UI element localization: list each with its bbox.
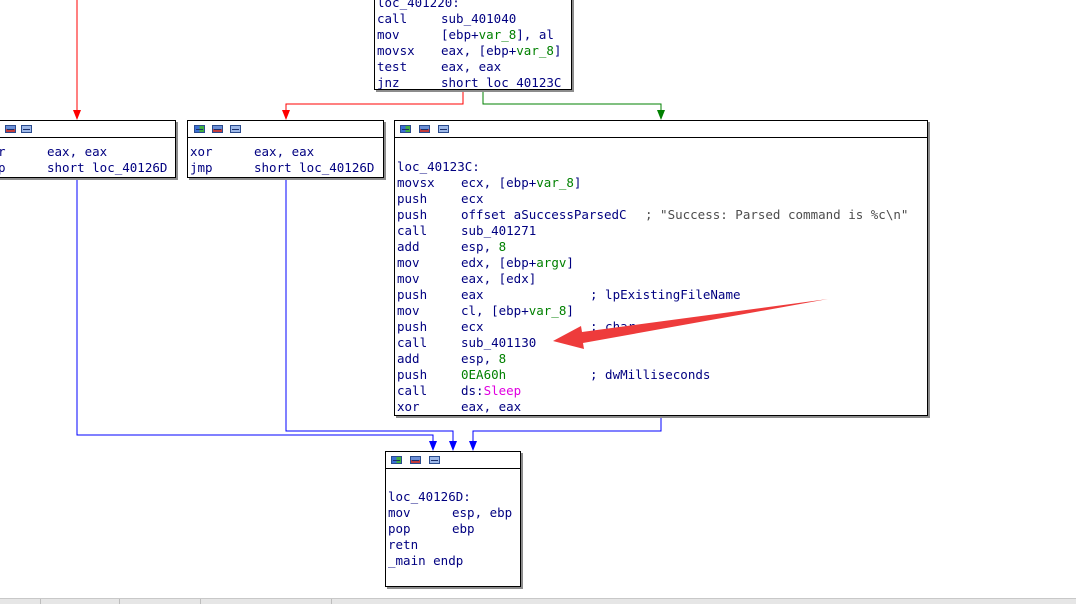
edge-false-mid — [285, 90, 464, 119]
group-icon[interactable] — [21, 125, 32, 133]
comment: ; "Success: Parsed command is %c\n" — [645, 207, 909, 222]
node-toolbar — [386, 452, 520, 469]
comment: ; dwMilliseconds — [590, 367, 711, 382]
rename-icon[interactable] — [419, 125, 430, 133]
group-icon[interactable] — [438, 125, 449, 133]
edge-mid-bottom — [285, 178, 454, 450]
graph-color-icon[interactable] — [194, 125, 205, 133]
rename-icon[interactable] — [5, 125, 16, 133]
node-toolbar — [188, 121, 383, 138]
asm-line[interactable]: retn — [388, 537, 419, 552]
node-toolbar — [395, 121, 927, 138]
status-bar — [0, 598, 1076, 604]
rename-icon[interactable] — [212, 125, 223, 133]
rename-icon[interactable] — [410, 456, 421, 464]
node-label: loc_40126D: — [388, 489, 471, 504]
comment: ; char — [590, 319, 636, 334]
node-label: loc_40123C: — [397, 159, 480, 174]
proc-end: _main endp — [388, 553, 464, 568]
group-icon[interactable] — [230, 125, 241, 133]
edge-true-right — [482, 90, 662, 119]
node-label: loc_401220: — [377, 0, 460, 10]
node-toolbar — [0, 121, 175, 138]
group-icon[interactable] — [429, 456, 440, 464]
edge-left-bottom — [76, 178, 434, 450]
graph-color-icon[interactable] — [400, 125, 411, 133]
asm-line[interactable]: mov[ebp+var_8], al — [377, 27, 554, 42]
edge-right-bottom — [472, 416, 662, 450]
comment: ; lpExistingFileName — [590, 287, 741, 302]
graph-color-icon[interactable] — [391, 456, 402, 464]
